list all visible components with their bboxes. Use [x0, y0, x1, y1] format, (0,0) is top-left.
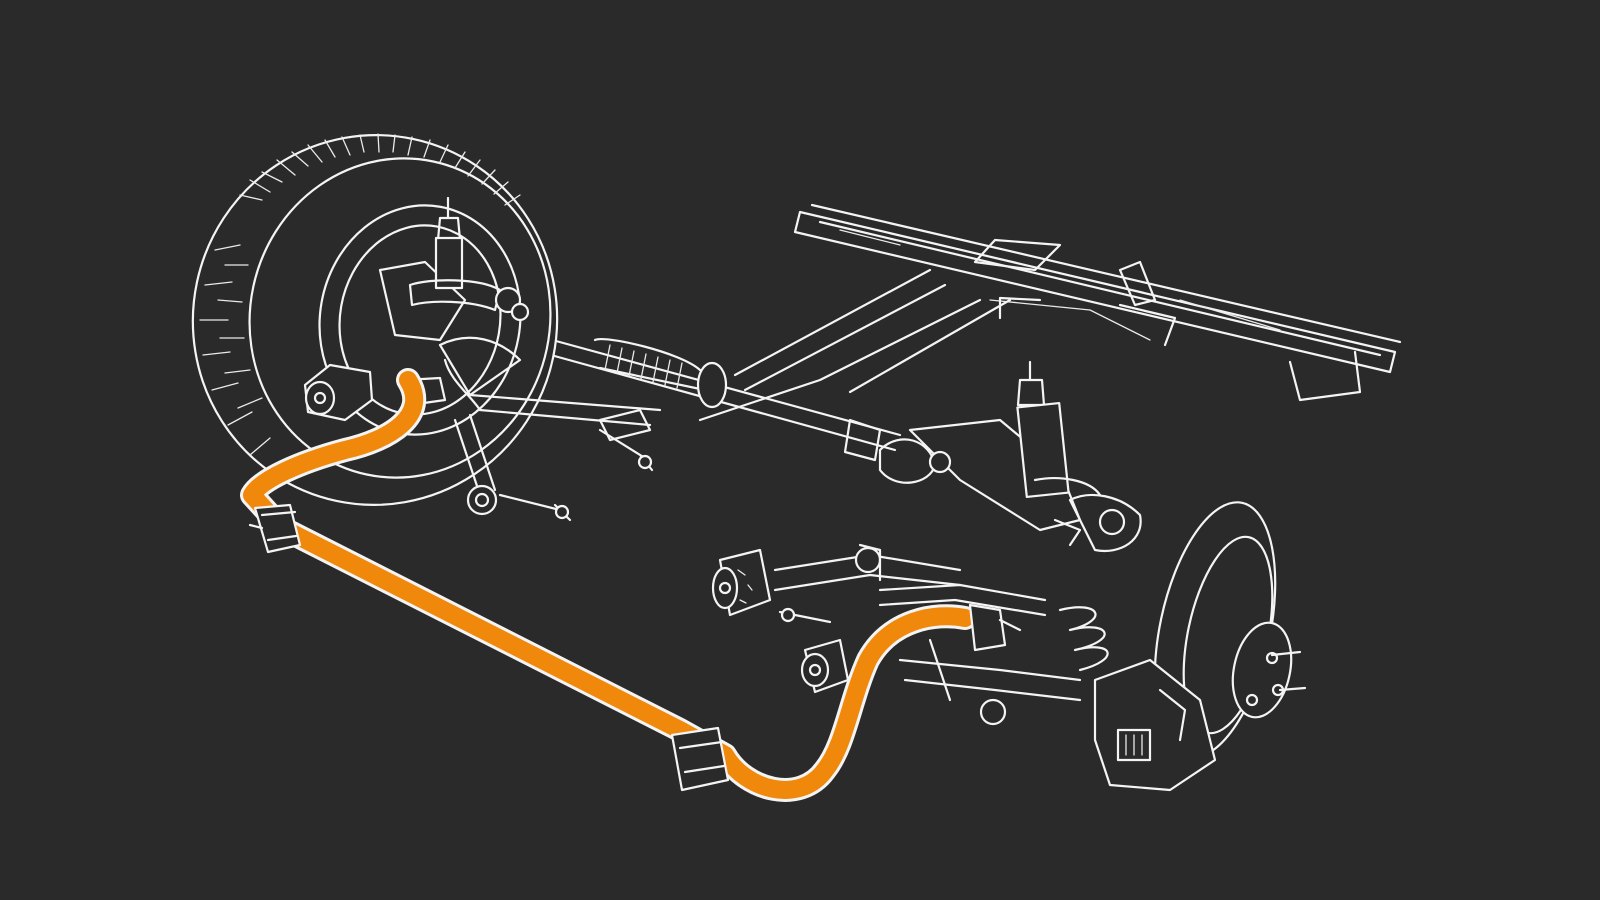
right-upper-arm	[878, 418, 1142, 553]
steering-rack	[538, 336, 902, 462]
right-bar-clamp	[670, 726, 730, 792]
right-brake-caliper	[1093, 658, 1217, 792]
left-lower-arm	[438, 336, 662, 522]
right-bushing-rear	[778, 607, 850, 694]
right-strut	[1016, 360, 1102, 499]
anti-roll-bar	[240, 368, 977, 802]
rear-subframe	[793, 203, 1402, 402]
right-bushing-front	[711, 548, 772, 617]
left-bar-clamp	[248, 503, 302, 554]
right-coil-spring	[1058, 606, 1109, 672]
right-bar-end-link	[968, 603, 1022, 652]
left-strut	[408, 196, 530, 322]
center-link	[698, 268, 1012, 422]
right-control-arm	[773, 543, 1082, 726]
left-bushing	[303, 363, 447, 422]
